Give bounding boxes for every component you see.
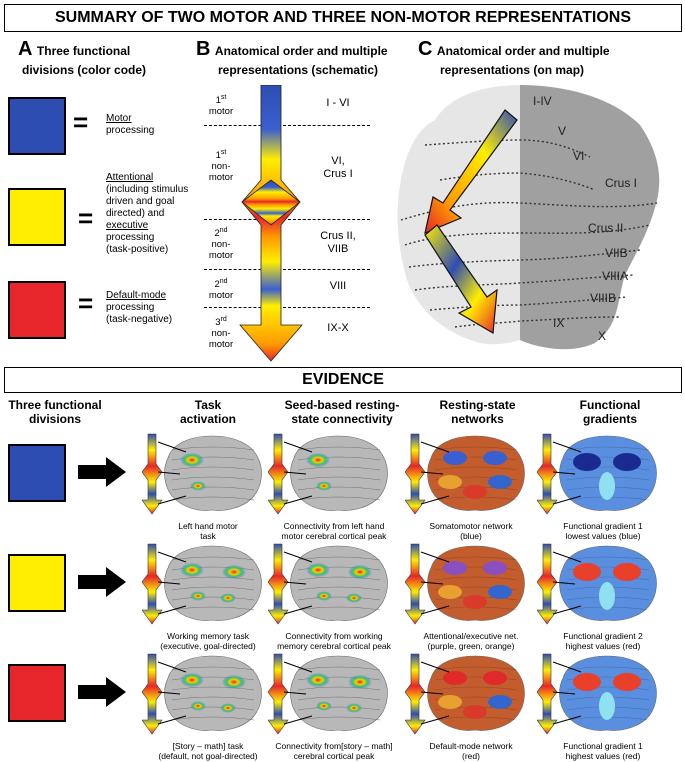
lobule-VI: VI xyxy=(573,149,584,163)
divider-2 xyxy=(204,219,370,220)
lobule-V: V xyxy=(558,124,566,138)
schematic-gradient-arrow xyxy=(239,85,303,362)
equals-sign-default: = xyxy=(78,288,94,318)
panel-a-header: A Three functional divisions (color code… xyxy=(18,38,188,79)
lobule-I-IV: I-IV xyxy=(533,94,552,108)
evidence-seed-map-3 xyxy=(268,653,388,735)
evidence-row-3-swatch xyxy=(8,664,66,722)
rep-2-regions: VI,Crus I xyxy=(323,155,353,180)
evidence-task-map-2 xyxy=(142,543,262,625)
map-arrow-lower xyxy=(424,224,498,334)
panel-a-heading-1: Three functional xyxy=(36,44,131,58)
lobule-VIIIB: VIIIB xyxy=(590,291,616,305)
evidence-net-caption-3: Default-mode network(red) xyxy=(429,741,513,761)
lobule-IX: IX xyxy=(553,316,564,330)
evidence-net-map-2 xyxy=(405,543,525,625)
map-arrow-upper xyxy=(424,109,518,234)
panel-b-heading-2: representations (schematic) xyxy=(218,63,379,77)
evidence-grad-map-1 xyxy=(537,433,657,515)
panel-a-heading-2: divisions (color code) xyxy=(22,63,147,77)
evidence-row-2-swatch xyxy=(8,554,66,612)
equals-sign-attentional: = xyxy=(78,203,94,233)
motor-color-swatch xyxy=(8,97,66,155)
evidence-seed-map-2 xyxy=(268,543,388,625)
evidence-net-map-3 xyxy=(405,653,525,735)
divider-4 xyxy=(204,307,370,308)
evidence-task-caption-3: [Story – math] task(default, not goal-di… xyxy=(158,741,258,761)
panel-b-letter: B xyxy=(196,38,211,60)
equals-sign-motor: = xyxy=(73,107,89,137)
lobule-VIIIA: VIIIA xyxy=(602,269,628,283)
panel-c-header: C Anatomical order and multiple represen… xyxy=(418,38,683,79)
evidence-seed-map-1 xyxy=(268,433,388,515)
rep-5-regions: IX-X xyxy=(327,322,349,334)
panel-c-heading-2: representations (on map) xyxy=(440,63,585,77)
default-mode-color-swatch xyxy=(8,281,66,339)
rep-3-regions: Crus II,VIIB xyxy=(320,230,356,255)
default-mode-description: Default-mode processing (task-negative) xyxy=(106,290,173,325)
evidence-seed-caption-3: Connectivity from[story – math]cerebral … xyxy=(275,741,393,761)
evidence-title: EVIDENCE xyxy=(4,367,682,393)
col-head-seed: Seed-based resting-state connectivity xyxy=(284,398,400,426)
cerebellum-flatmap: I-IV V VI Crus I Crus II VIIB VIIIA VIII… xyxy=(397,85,660,350)
panel-c-heading-1: Anatomical order and multiple xyxy=(436,44,610,58)
lobule-crus-II: Crus II xyxy=(588,221,623,235)
panel-b-header: B Anatomical order and multiple represen… xyxy=(196,38,406,79)
evidence-row-1-swatch xyxy=(8,444,66,502)
lobule-VIIB: VIIB xyxy=(605,246,628,260)
lobule-crus-I: Crus I xyxy=(605,176,637,190)
evidence-row-3-arrow-icon xyxy=(78,677,126,707)
evidence-task-map-1 xyxy=(142,433,262,515)
panel-a-letter: A xyxy=(18,38,33,60)
evidence-row-2-arrow-icon xyxy=(78,567,126,597)
evidence-row-1-arrow-icon xyxy=(78,457,126,487)
evidence-net-caption-1: Somatomotor network(blue) xyxy=(429,521,513,541)
panel-c-letter: C xyxy=(418,38,433,60)
divider-3 xyxy=(204,269,370,270)
evidence-grad-map-3 xyxy=(537,653,657,735)
evidence-task-map-3 xyxy=(142,653,262,735)
summary-title: SUMMARY OF TWO MOTOR AND THREE NON-MOTOR… xyxy=(4,4,682,32)
rep-4-regions: VIII xyxy=(329,280,347,292)
lobule-X: X xyxy=(598,329,606,343)
divider-1 xyxy=(204,125,370,126)
evidence-net-caption-2: Attentional/executive net.(purple, green… xyxy=(423,631,519,651)
attentional-description: Attentional (including stimulus driven a… xyxy=(106,172,189,255)
evidence-net-map-1 xyxy=(405,433,525,515)
rep-1-regions: I - VI xyxy=(326,97,350,109)
evidence-grad-map-2 xyxy=(537,543,657,625)
panel-b-heading-1: Anatomical order and multiple xyxy=(214,44,388,58)
attentional-color-swatch xyxy=(8,188,66,246)
evidence-task-caption-2: Working memory task(executive, goal-dire… xyxy=(160,631,256,651)
